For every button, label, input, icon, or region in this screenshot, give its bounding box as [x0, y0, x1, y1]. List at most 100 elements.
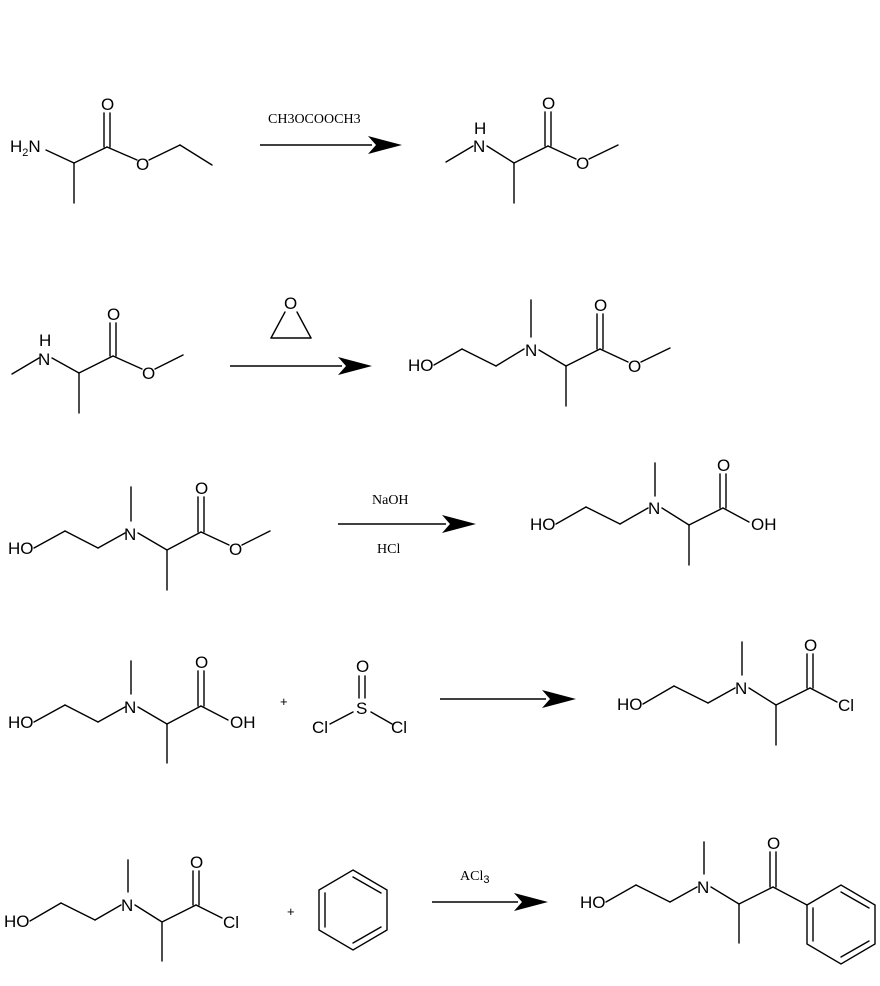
atom-label-n: N: [124, 525, 136, 544]
atom-label-s: S: [356, 699, 367, 718]
epoxide-reagent-icon: O: [270, 294, 312, 339]
bond: [154, 354, 184, 370]
bond: [73, 146, 108, 164]
bond: [97, 706, 126, 723]
atom-label-cl: Cl: [312, 718, 328, 737]
bond: [538, 349, 567, 367]
atom-label-oh: OH: [751, 515, 777, 534]
bond: [352, 926, 382, 944]
condition-above: ACl3: [460, 869, 489, 886]
atom-label-o: O: [142, 364, 155, 383]
bond: [495, 348, 525, 367]
bond: [137, 532, 168, 551]
bond: [707, 687, 736, 704]
bond: [112, 355, 143, 370]
bond: [195, 904, 223, 919]
bond: [200, 705, 229, 721]
bond: [461, 348, 497, 367]
bond: [270, 311, 286, 339]
atom-label-o: O: [190, 853, 203, 872]
condition-below: HCl: [377, 542, 400, 557]
atom-label-ho: HO: [8, 713, 34, 732]
atom-label-ho: HO: [530, 515, 556, 534]
bond: [619, 507, 649, 525]
atom-label-n: N: [735, 679, 747, 698]
bond: [661, 507, 690, 526]
atom-label-o: O: [576, 154, 589, 173]
arrowhead-icon: [338, 357, 372, 375]
bond: [200, 531, 230, 546]
reactant-alanine-ethyl-ester: H2N O O: [10, 95, 213, 204]
bond: [635, 884, 671, 903]
bond: [605, 884, 637, 903]
bond: [64, 704, 99, 723]
product-hydroxyethyl-methcathinone: HO N O: [580, 834, 876, 965]
reactant-hydroxyethyl-amino-ester: HO N O O: [8, 479, 271, 591]
reaction-arrow: [440, 690, 576, 708]
bond: [748, 687, 777, 706]
bond: [775, 687, 811, 706]
atom-label-h: H: [474, 119, 486, 138]
atom-label-n: N: [124, 698, 136, 717]
atom-label-o: O: [542, 94, 555, 113]
arrowhead-icon: [514, 893, 548, 911]
atom-label-ho: HO: [408, 356, 434, 375]
phenyl-ring-icon: [806, 884, 876, 965]
bond: [433, 348, 463, 366]
bond: [97, 532, 126, 549]
atom-label-o: O: [136, 155, 149, 174]
reaction-arrow: O: [230, 294, 372, 375]
reactant-acyl-chloride: HO N O Cl: [4, 853, 239, 962]
bond: [772, 886, 808, 906]
atom-label-o: O: [195, 653, 208, 672]
atom-label-n: N: [473, 137, 485, 156]
bond: [161, 904, 197, 923]
condition-above: CH3OCOOCH3: [268, 112, 361, 127]
bond: [642, 685, 675, 705]
atom-label-cl: Cl: [391, 718, 407, 737]
bond: [738, 886, 774, 905]
bond: [241, 530, 271, 546]
bond: [329, 711, 354, 725]
atom-label-ho: HO: [617, 695, 643, 714]
reaction-2: N H O O O HO N: [11, 294, 671, 414]
bond: [60, 902, 96, 921]
reaction-1: H2N O O CH3OCOOCH3 N H O: [10, 94, 619, 204]
atom-label-ho: HO: [8, 539, 34, 558]
condition-above: NaOH: [372, 493, 409, 508]
atom-label-n: N: [38, 350, 50, 369]
bond: [547, 145, 577, 160]
bond: [710, 886, 740, 905]
reaction-arrow: NaOH HCl: [338, 493, 476, 557]
atom-label-ho: HO: [580, 893, 606, 912]
bond: [599, 348, 629, 363]
bond: [166, 531, 202, 551]
reactant-benzene-icon: [318, 869, 388, 951]
arrowhead-icon: [542, 690, 576, 708]
bond: [445, 145, 474, 163]
bond: [94, 904, 122, 921]
plus-sign: +: [287, 904, 295, 919]
bond: [33, 704, 66, 723]
atom-label-h2n: H2N: [10, 137, 41, 159]
atom-label-o: O: [195, 479, 208, 498]
bond: [840, 940, 870, 958]
benzene-ring: [318, 869, 388, 951]
bond: [166, 705, 202, 725]
atom-label-n: N: [525, 341, 537, 360]
bond: [513, 145, 549, 164]
bond: [673, 685, 709, 704]
atom-label-o: O: [101, 95, 114, 114]
bond: [809, 687, 838, 703]
product-amino-acid: HO N O OH: [530, 456, 777, 566]
bond: [688, 507, 724, 526]
bond: [51, 357, 80, 374]
atom-label-o: O: [284, 294, 297, 313]
bond: [137, 706, 168, 725]
bond: [486, 145, 515, 164]
bond: [296, 311, 312, 339]
bond: [722, 507, 750, 523]
atom-label-o: O: [356, 657, 369, 676]
bond: [370, 711, 393, 725]
